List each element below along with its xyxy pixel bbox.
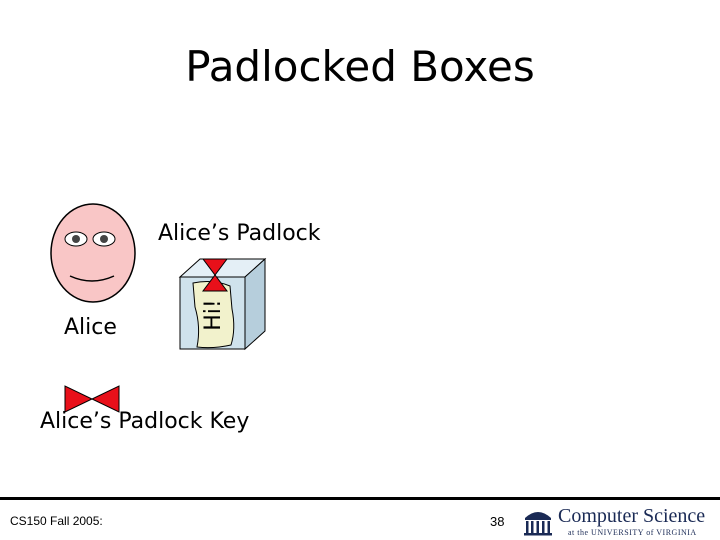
padlock-key-icon [64, 385, 120, 413]
alice-face-icon [50, 203, 136, 303]
padlocked-box-icon: Hi! [178, 257, 267, 351]
logo-title: Computer Science [558, 505, 706, 527]
alice-label: Alice [64, 315, 117, 340]
padlock-key-label: Alice’s Padlock Key [40, 409, 250, 434]
footer-course: CS150 Fall 2005: [10, 514, 103, 528]
rotunda-logo-icon [524, 512, 552, 536]
logo-subtitle: at the UNIVERSITY of VIRGINIA [568, 528, 697, 537]
page-number: 38 [490, 514, 505, 529]
padlock-icon [202, 258, 228, 276]
slide-title: Padlocked Boxes [185, 42, 535, 91]
footer-divider [0, 497, 720, 500]
padlock-label: Alice’s Padlock [158, 221, 321, 246]
message-text: Hi! [201, 299, 226, 330]
